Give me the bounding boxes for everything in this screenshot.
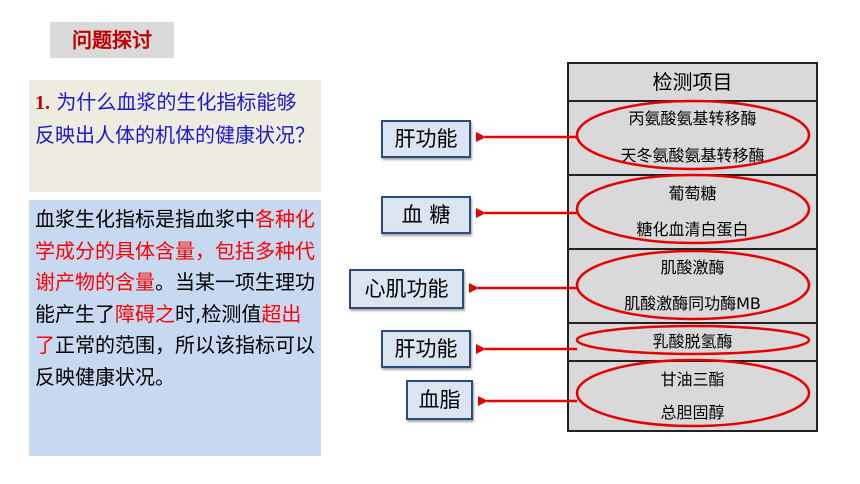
table-row: 葡萄糖 (668, 184, 717, 203)
row-divider (569, 248, 816, 250)
answer-highlight: 障碍之 (115, 301, 175, 326)
answer-box: 血浆生化指标是指血浆中各种化学成分的具体含量，包括多种代谢产物的含量。当某一项生… (29, 200, 321, 456)
highlight-ellipse (575, 358, 811, 428)
table-row: 丙氨酸氨基转移酶 (628, 109, 757, 128)
answer-highlight: 超出了 (35, 301, 302, 358)
label-blood-lipid: 血脂 (406, 380, 473, 420)
table-row: 甘油三酯 (660, 370, 725, 389)
answer-highlight: 各种化学成分的具体含量，包括多种代谢产物的含量 (35, 207, 315, 294)
highlight-ellipse (575, 249, 811, 321)
label-blood-sugar: 血 糖 (381, 196, 471, 234)
table-row: 乳酸脱氢酶 (652, 332, 733, 351)
highlight-ellipse (575, 173, 811, 245)
question-number: 1. (35, 92, 50, 114)
answer-segment: 时,检测值 (175, 301, 262, 326)
answer-segment: 。当某一项生理功能产生了 (35, 270, 315, 326)
question-text: 为什么血浆的生化指标能够反映出人体的机体的健康状况？ (35, 90, 315, 147)
answer-segment: 血浆生化指标是指血浆中 (35, 207, 255, 231)
question-box: 1. 为什么血浆的生化指标能够反映出人体的机体的健康状况？ (29, 80, 321, 192)
table-row: 糖化血清白蛋白 (636, 220, 749, 239)
page-title: 问题探讨 (50, 22, 174, 58)
table-row: 总胆固醇 (660, 403, 725, 422)
highlight-ellipse (575, 99, 811, 171)
label-liver-function-1: 肝功能 (381, 120, 471, 158)
row-divider (569, 322, 816, 324)
label-liver-function-2: 肝功能 (381, 330, 471, 368)
table-row: 肌酸激酶同功酶MB (624, 294, 761, 313)
table-row: 肌酸激酶 (660, 258, 725, 277)
highlight-ellipse (575, 324, 811, 356)
table-row: 天冬氨酸氨基转移酶 (620, 146, 765, 165)
answer-segment: 正常的范围，所以该指标可以反映健康状况。 (35, 333, 315, 389)
label-myocardial-function: 心肌功能 (349, 269, 464, 309)
